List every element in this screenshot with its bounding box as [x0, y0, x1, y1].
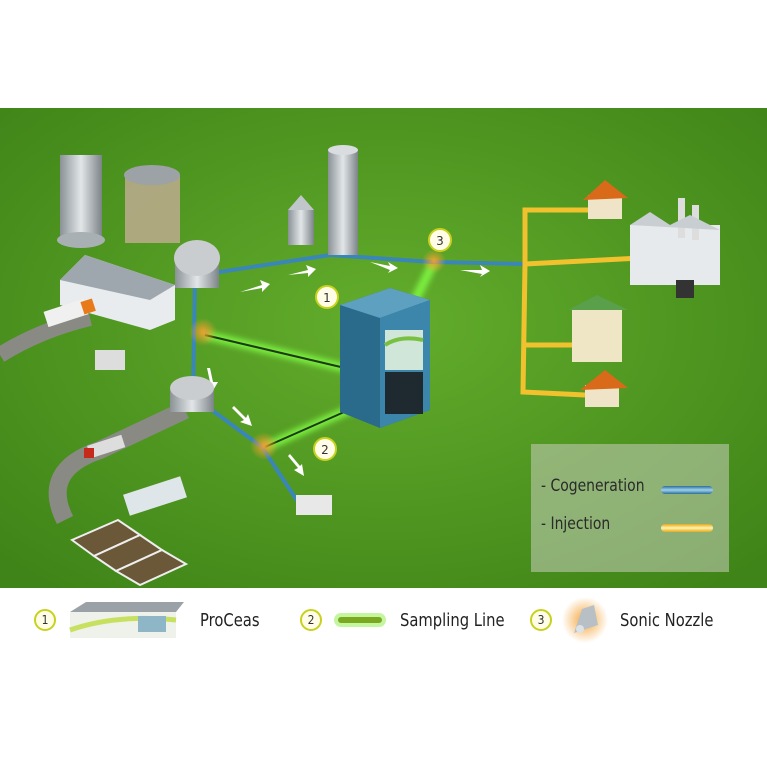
office-building	[568, 295, 628, 362]
marker-3: 3	[428, 228, 452, 252]
greenhouse	[123, 476, 187, 516]
factory	[630, 198, 720, 298]
cogeneration-swatch	[661, 486, 713, 494]
svg-text:3: 3	[436, 234, 444, 248]
key-sonic-nozzle: 3 Sonic Nozzle	[530, 597, 734, 643]
key-label: ProCeas	[200, 609, 260, 631]
marker-2: 2	[313, 437, 337, 461]
drying-beds	[69, 518, 189, 587]
cogeneration-unit	[296, 495, 332, 515]
injection-swatch	[661, 524, 713, 532]
key-label: Sampling Line	[400, 609, 505, 631]
legend-injection-label: - Injection	[541, 514, 611, 534]
key-number: 2	[300, 609, 322, 631]
key-sampling-line: 2 Sampling Line	[300, 600, 528, 640]
house	[583, 180, 628, 219]
sampling-line-icon	[334, 613, 386, 627]
mixing-tank	[125, 175, 180, 243]
key-label: Sonic Nozzle	[620, 609, 714, 631]
pipe-legend: - Cogeneration - Injection	[531, 444, 729, 572]
sonic-nozzle-icon	[562, 597, 608, 643]
key-proceas: 1 ProCeas	[34, 600, 273, 640]
tall-silo	[328, 150, 358, 255]
truck	[43, 298, 89, 328]
road	[0, 310, 92, 362]
sonic-nozzle-point	[422, 249, 446, 273]
key-number: 3	[530, 609, 552, 631]
svg-text:1: 1	[323, 291, 331, 305]
storage-tower	[60, 155, 102, 240]
injection-pipes	[520, 207, 641, 398]
svg-text:2: 2	[321, 443, 329, 457]
tanker-truck	[87, 434, 126, 459]
pump-unit	[95, 350, 125, 370]
sonic-nozzle-point	[189, 318, 217, 346]
small-silo	[288, 210, 314, 245]
house	[580, 370, 628, 407]
marker-1: 1	[315, 285, 339, 309]
sonic-nozzle-point	[250, 432, 278, 460]
analyzer-icon	[69, 602, 184, 638]
legend-cogeneration-label: - Cogeneration	[541, 476, 645, 496]
proceas-cabinet	[340, 288, 430, 428]
key-number: 1	[34, 609, 56, 631]
